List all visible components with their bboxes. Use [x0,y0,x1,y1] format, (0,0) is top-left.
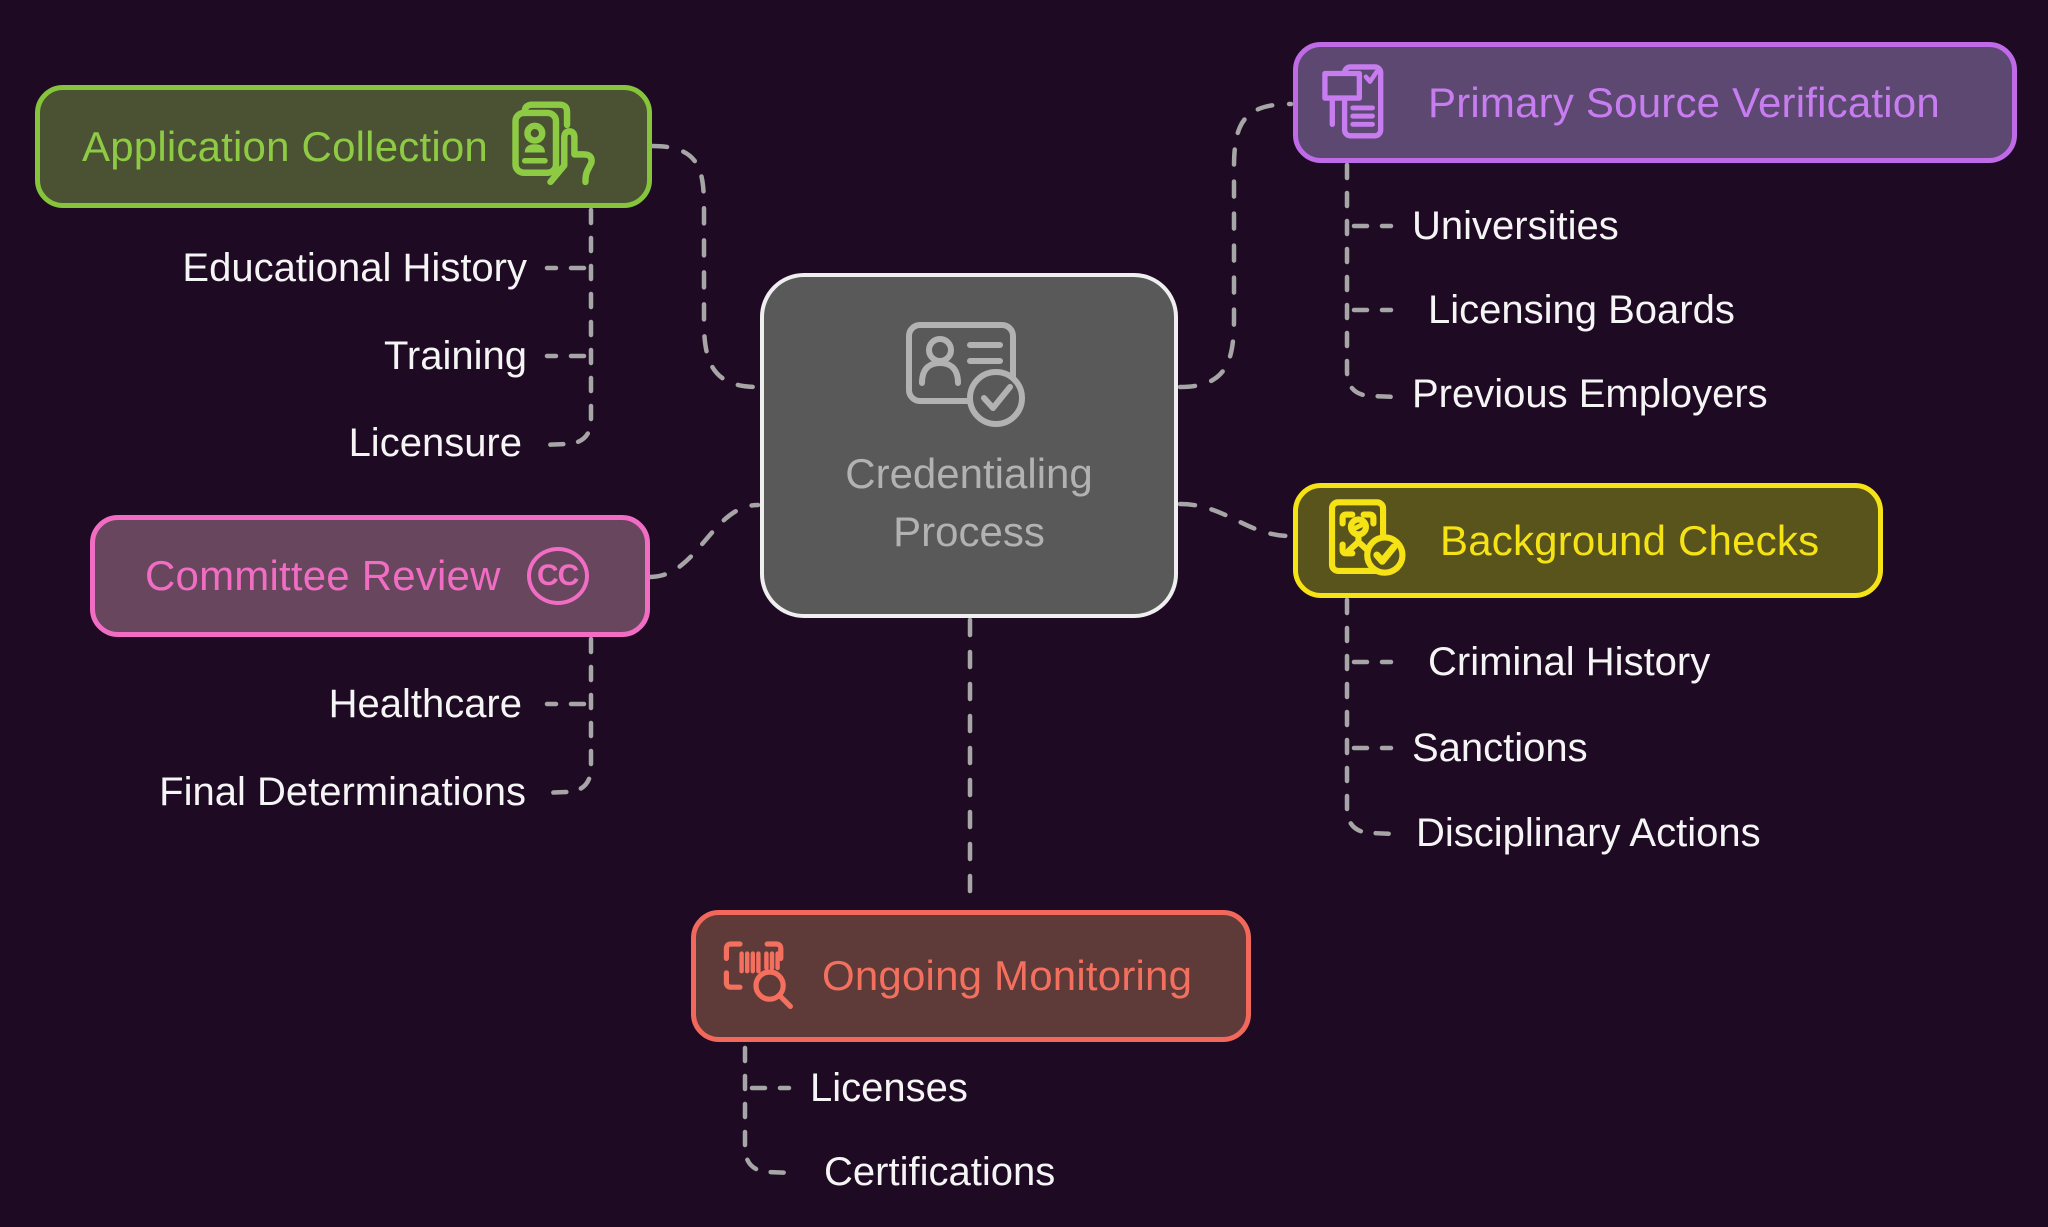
node-application-collection: Application Collection [35,85,652,208]
node-credentialing-process: Credentialing Process [760,273,1178,618]
subitem-training: Training [383,334,527,378]
node-primary-source-verification: Primary Source Verification [1293,42,2017,163]
node-label: Application Collection [82,122,488,170]
subitem-educational-history: Educational History [182,246,527,290]
subitem-licensing-boards: Licensing Boards [1428,288,1735,332]
subitem-licensure: Licensure [348,421,522,465]
subitem-sanctions: Sanctions [1412,726,1588,770]
document-verify-icon [1320,59,1402,147]
subitem-licenses: Licenses [810,1066,968,1110]
node-ongoing-monitoring: Ongoing Monitoring [691,910,1251,1042]
subitem-criminal-history: Criminal History [1428,640,1711,684]
node-background-checks: Background Checks [1293,483,1883,598]
trunk-committee [539,636,594,796]
trunk-ongoing [742,1045,797,1176]
edge-center-background [1177,501,1294,539]
center-node-label: Credentialing Process [845,445,1093,561]
node-label: Ongoing Monitoring [822,952,1193,999]
subitem-disciplinary-actions: Disciplinary Actions [1416,811,1761,855]
subitem-previous-employers: Previous Employers [1412,372,1768,416]
center-label-line2: Process [893,507,1045,555]
subitem-certifications: Certifications [824,1150,1056,1194]
id-card-check-icon [906,322,1025,427]
edge-center-psv [1177,101,1294,390]
node-label: Background Checks [1440,516,1820,564]
subitem-universities: Universities [1412,204,1619,248]
cc-circle-icon: CC [526,547,589,605]
node-label: Committee Review [145,552,501,599]
node-label: Primary Source Verification [1428,78,1940,126]
person-scan-check-icon [1324,497,1414,585]
center-label-line1: Credentialing [845,450,1093,497]
edge-application-center [649,143,761,390]
subitem-healthcare: Healthcare [328,682,522,726]
trunk-psv [1344,162,1399,400]
edge-committee-center [647,502,761,580]
trunk-background [1344,597,1399,837]
subitem-final-determinations: Final Determinations [159,770,526,814]
cc-icon-text: CC [536,559,579,592]
id-card-hand-icon [510,100,602,193]
trunk-application [539,207,594,448]
barcode-search-icon [720,933,800,1019]
node-committee-review: Committee Review CC [90,515,650,637]
